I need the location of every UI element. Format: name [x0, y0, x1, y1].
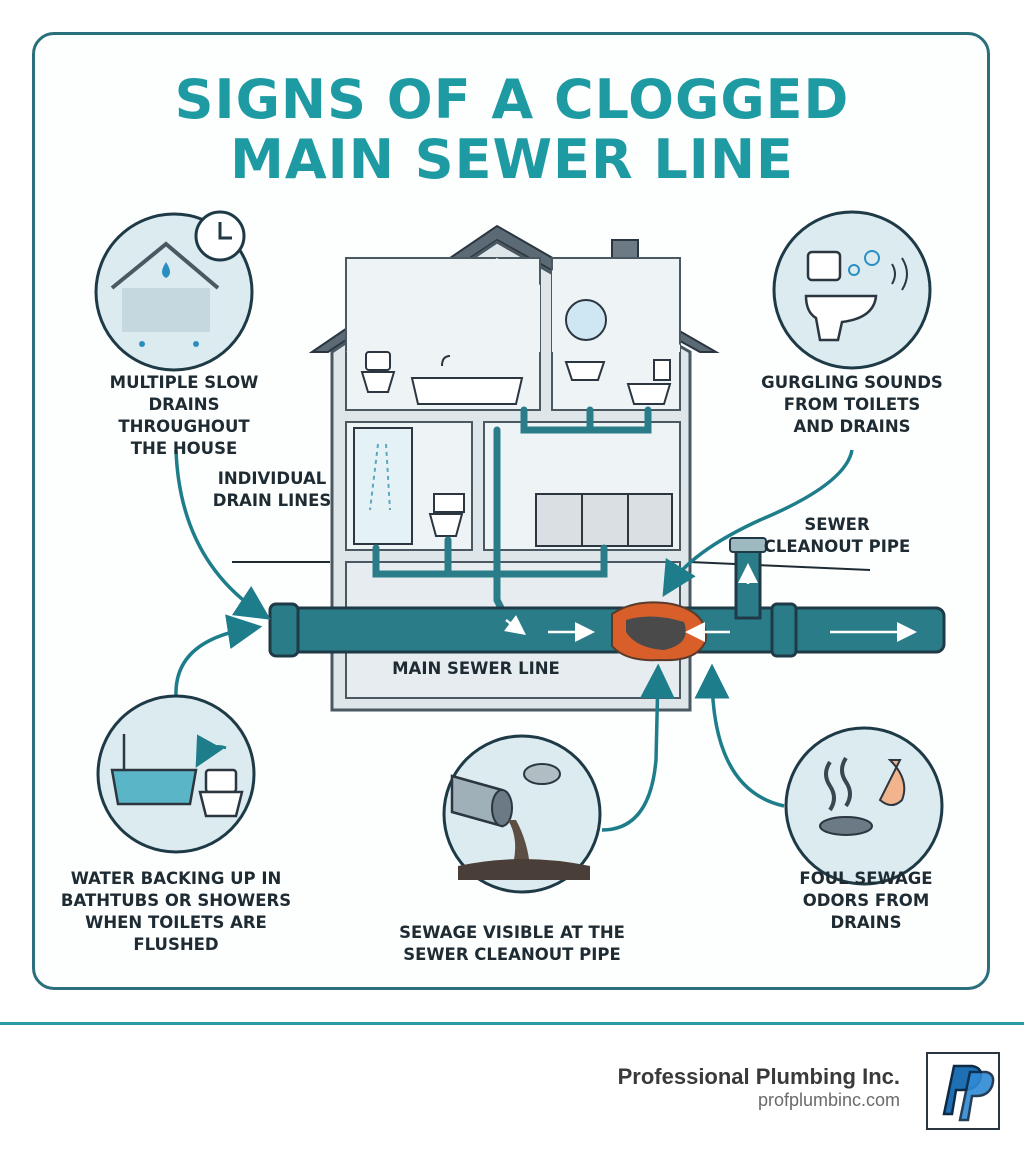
cleanout-sewage-icon: [442, 734, 602, 894]
toilet-gurgle-icon: [772, 210, 932, 370]
clock-icon: [194, 210, 246, 262]
footer-divider: [0, 1022, 1024, 1025]
sewer-diagram: [94, 210, 946, 894]
label-sewage-visible: SEWAGE VISIBLE AT THE SEWER CLEANOUT PIP…: [399, 923, 625, 964]
label-main-sewer-line: MAIN SEWER LINE: [392, 659, 560, 678]
company-website: profplumbinc.com: [757, 1090, 900, 1110]
clog-blockage: [611, 601, 708, 662]
label-sewer-cleanout-pipe: SEWER CLEANOUT PIPE: [763, 515, 911, 556]
individual-drain-lines: [372, 406, 652, 618]
title-line-2: MAIN SEWER LINE: [230, 128, 794, 191]
connector-arrows: [174, 449, 854, 832]
middle-floor-fixtures: [353, 427, 673, 547]
main-sewer-line-pipe: [268, 537, 946, 658]
bathtub-backup-icon: [96, 694, 256, 854]
label-slow-drains: MULTIPLE SLOW DRAINS THROUGHOUT THE HOUS…: [109, 373, 259, 458]
label-foul-odors: FOUL SEWAGE ODORS FROM DRAINS: [799, 869, 933, 932]
company-logo-icon: [926, 1052, 1000, 1130]
label-individual-drain-lines: INDIVIDUAL DRAIN LINES: [212, 469, 332, 510]
nose-odor-icon: [784, 726, 944, 886]
upper-bathroom-fixtures: [360, 299, 672, 405]
company-name: Professional Plumbing Inc.: [617, 1064, 900, 1089]
label-water-backing-up: WATER BACKING UP IN BATHTUBS OR SHOWERS …: [60, 869, 292, 954]
ground-line: [232, 561, 871, 571]
flow-arrows: [504, 563, 917, 642]
label-gurgling: GURGLING SOUNDS FROM TOILETS AND DRAINS: [761, 373, 943, 436]
title-line-1: SIGNS OF A CLOGGED: [174, 68, 850, 131]
